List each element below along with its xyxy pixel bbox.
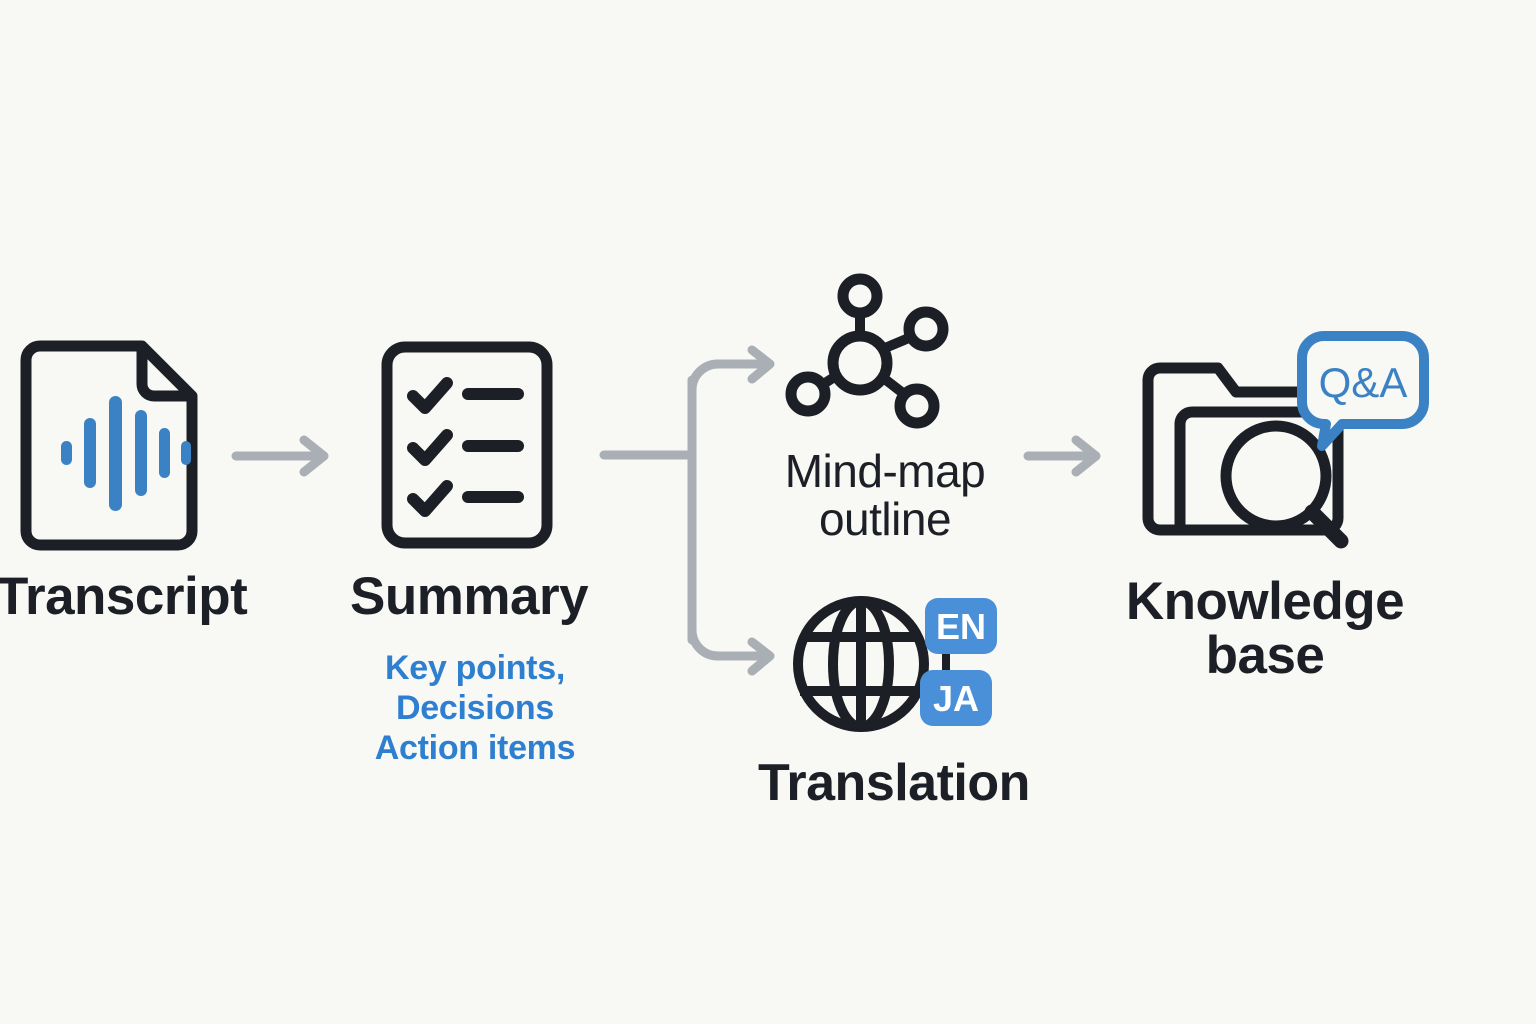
- badge-en-text: EN: [936, 606, 986, 647]
- checklist-lines: [462, 388, 524, 503]
- qa-speech-bubble: Q&A: [1297, 331, 1429, 451]
- mindmap-label-line-1: Mind-map: [784, 445, 986, 497]
- badge-en: [925, 598, 997, 654]
- checklist-icon: [378, 338, 558, 553]
- magnifier-handle: [1304, 504, 1349, 549]
- translation-label: Translation: [758, 754, 1030, 812]
- folder-search-icon: Q&A: [1136, 331, 1429, 561]
- magnifier-lens: [1220, 420, 1332, 532]
- summary-label: Summary: [350, 567, 589, 626]
- mindmap-label-line-2: outline: [818, 492, 952, 545]
- summary-sub-line-3: Action items: [374, 729, 576, 768]
- knowledge-base-label: Knowledge base: [1100, 572, 1430, 686]
- badge-ja-text: JA: [933, 678, 979, 719]
- checkmarks: [407, 377, 453, 517]
- arrow-outputs-to-knowledge-base: [1023, 435, 1136, 478]
- branch-connector-summary-to-outputs: [599, 345, 810, 700]
- summary-sub-line-2: Decisions: [396, 689, 554, 728]
- globe-icon: EN JA: [793, 592, 1005, 742]
- document-waveform-icon: [14, 338, 204, 553]
- transcript-label: Transcript: [0, 567, 248, 626]
- kb-label-line-2: base: [1205, 626, 1325, 686]
- mind-map-node-icon: [785, 273, 958, 435]
- qa-bubble-text: Q&A: [1319, 359, 1408, 406]
- summary-sub-line-1: Key points,: [385, 649, 565, 687]
- waveform-bars: [61, 396, 191, 511]
- kb-label-line-1: Knowledge: [1125, 572, 1405, 631]
- language-badges: EN JA: [920, 598, 997, 726]
- arrow-transcript-to-summary: [231, 435, 344, 478]
- mindmap-label: Mind-map outline: [750, 445, 1020, 545]
- summary-sublabels: Key points, Decisions Action items: [325, 648, 625, 768]
- badge-ja: [920, 670, 992, 726]
